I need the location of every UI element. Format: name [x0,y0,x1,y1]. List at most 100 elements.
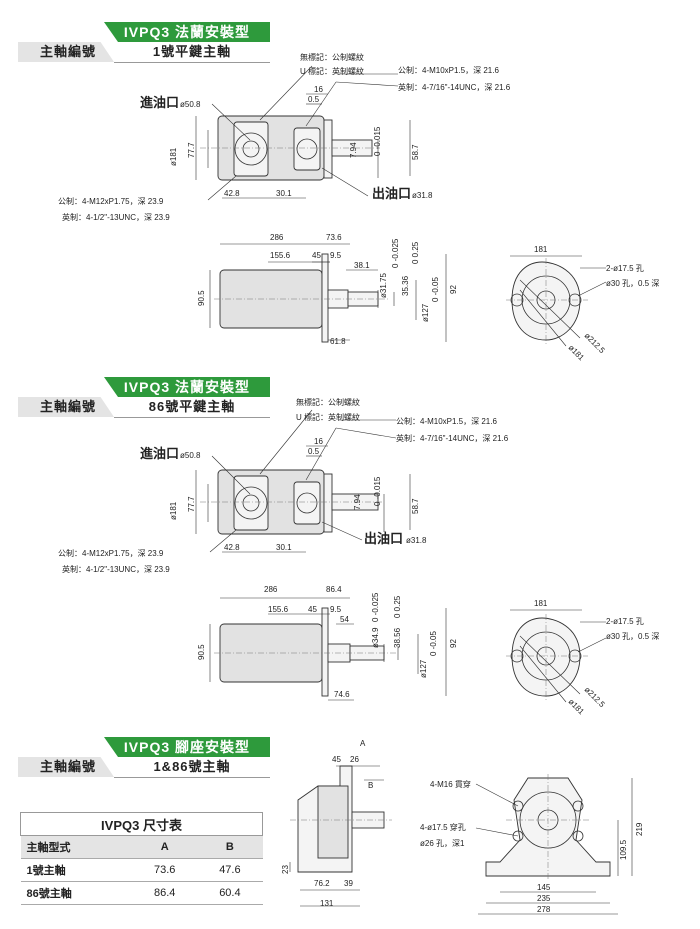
dim-pilot-tol: 0 -0.05 [431,277,440,302]
note-u: U 標記：英制螺紋 [296,412,360,422]
dim-9-5: 9.5 [330,605,342,614]
dim-131: 131 [320,899,334,908]
outlet-diameter: ø31.8 [412,191,433,200]
dim-7-94-tol: 0 -0.015 [373,126,382,156]
cell-a: 86.4 [132,881,198,905]
dim-92: 92 [449,639,458,648]
dim-54: 54 [340,615,349,624]
inlet-diameter: ø50.8 [180,100,201,109]
cell-a: 73.6 [132,858,198,882]
dim-58-7: 58.7 [411,144,420,160]
dim-39: 39 [344,879,353,888]
dim-145: 145 [537,883,551,892]
table-row: 1號主軸 73.6 47.6 [20,858,263,882]
dim-shaft-tol: 0 -0.025 [371,592,380,622]
row-label: 86號主軸 [20,881,133,905]
dim-B: B [368,781,373,790]
dim-A: 86.4 [326,585,342,594]
dim-181-b: ø181 [567,697,587,717]
table-row: 86號主軸 86.4 60.4 [20,881,263,905]
cbore-label: ø26 孔，深1 [420,839,465,848]
spindle-label: 主軸編號 [18,42,114,62]
metric-outlet-thread: 公制：4-M10xP1.5，深 21.6 [398,65,499,75]
foot-front-view: 4-M16 貫穿 4-ø17.5 穿孔 ø26 孔，深1 145 235 278… [420,774,644,915]
dim-B: 61.8 [330,337,346,346]
mount-hole [572,830,584,842]
dim-0-5: 0.5 [308,447,320,456]
inlet-diameter: ø50.8 [180,451,201,460]
dim-212-5: ø212.5 [583,331,607,355]
dim-181: ø181 [169,147,178,166]
inlet-port-flange [233,475,269,531]
mount-flange [321,607,329,697]
section-title: IVPQ3 腳座安裝型 [104,737,270,757]
cbore-label: ø30 孔，0.5 深 [606,279,659,288]
mount-hole [512,830,524,842]
inlet-port [234,486,268,520]
foot-side-view: A 45 26 B 23 76.2 39 131 [281,739,392,908]
dim-A: 73.6 [326,233,342,242]
dim-key-tol: 0 0.25 [411,241,420,264]
metric-inlet-thread: 公制：4-M12xP1.75，深 23.9 [58,196,164,206]
dim-30-1: 30.1 [276,189,292,198]
dim-pilot-tol: 0 -0.05 [429,631,438,656]
dim-155-6: 155.6 [270,251,291,260]
mount-hole [572,800,584,812]
dim-45: 45 [308,605,317,614]
note-u: U 標記：英制螺紋 [300,66,364,76]
dim-90-5: 90.5 [197,290,206,306]
outlet-diameter: ø31.8 [406,536,427,545]
imperial-outlet-thread: 英制：4-7/16"-14UNC，深 21.6 [396,433,509,443]
dim-181: ø181 [169,501,178,520]
dim-212-5: ø212.5 [583,685,607,709]
dim-key: 35.36 [401,275,410,296]
holes-label: 4-ø17.5 穿孔 [420,822,466,832]
mount-flange [323,119,333,179]
dim-shaft: ø31.75 [379,273,388,298]
dim-181: 181 [534,245,548,254]
dim-A: A [360,739,366,748]
dim-286: 286 [270,233,284,242]
top-view-2: 無標記：公制螺紋 U 標記：英制螺紋 公制：4-M10xP1.5，深 21.6 … [58,397,509,574]
dim-181-b: ø181 [567,343,587,363]
imperial-outlet-thread: 英制：4-7/16"-14UNC，深 21.6 [398,82,511,92]
side-view-1: 286 73.6 155.6 45 9.5 38.1 61.8 90.5 ø31… [197,233,458,346]
spindle-value: 1號平鍵主軸 [114,42,270,63]
holes-label: 2-ø17.5 孔 [606,264,644,273]
dim-42-8: 42.8 [224,543,240,552]
top-view-1: 無標記：公制螺紋 U 標記：英制螺紋 公制：4-M10xP1.5，深 21.6 … [58,52,511,222]
dim-90-5: 90.5 [197,644,206,660]
dim-0-5: 0.5 [308,95,320,104]
dim-77-7: 77.7 [187,496,196,512]
dim-key-tol: 0 0.25 [393,595,402,618]
dim-7-94-tol: 0 -0.015 [373,476,382,506]
section-title: IVPQ3 法蘭安裝型 [104,377,270,397]
note-mark: 無標記：公制螺紋 [300,52,364,62]
dim-shaft: ø34.9 [371,627,380,648]
dim-92: 92 [449,285,458,294]
metric-outlet-thread: 公制：4-M10xP1.5，深 21.6 [396,416,497,426]
dim-shaft-tol: 0 -0.025 [391,238,400,268]
dim-181: 181 [534,599,548,608]
pump-body [317,785,349,859]
dim-286: 286 [264,585,278,594]
dim-45: 45 [312,251,321,260]
dim-45: 45 [332,755,341,764]
dim-155-6: 155.6 [268,605,289,614]
dim-pilot: ø127 [419,659,428,678]
inlet-port [234,132,268,166]
dim-76-2: 76.2 [314,879,330,888]
outlet-port-flange [293,127,321,171]
outlet-label: 出油口 [372,186,411,201]
col-header-shaft: 主軸型式 [20,835,133,859]
inlet-label: 進油口 [140,95,179,110]
col-header-a: A [132,835,198,859]
dim-7-94: 7.94 [353,494,362,510]
dim-219: 219 [635,822,644,836]
dim-pilot: ø127 [421,303,430,322]
row-label: 1號主軸 [20,858,133,882]
dim-B: 74.6 [334,690,350,699]
dim-77-7: 77.7 [187,142,196,158]
front-view-1: 181 2-ø17.5 孔 ø30 孔，0.5 深 ø212.5 ø181 [506,245,659,363]
